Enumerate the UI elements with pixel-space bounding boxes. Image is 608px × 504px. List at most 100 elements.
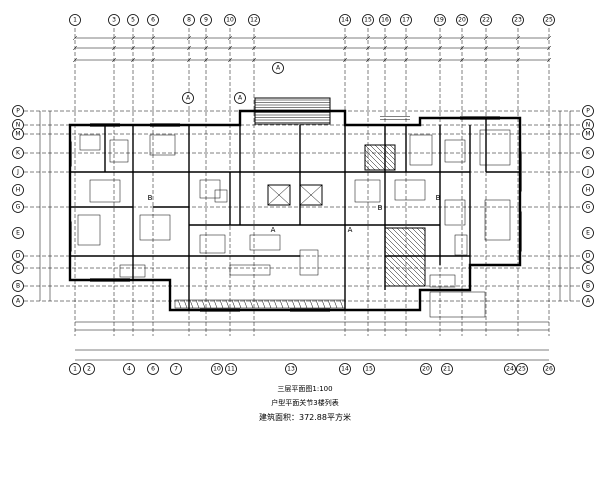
bubble-circle [285,363,297,375]
dimension-tick [342,45,348,51]
fixture [409,134,433,166]
bubble-label: 10 [213,366,221,373]
bubble-circle [582,105,594,117]
dimension-tick [365,45,371,51]
column-bubble: 7 [170,363,182,375]
row-bubble: M [12,128,24,140]
bubble-label: H [16,187,21,194]
interior-details [69,97,522,318]
bubble-label: M [585,131,590,138]
bubble-circle [379,14,391,26]
row-bubble: C [12,262,24,274]
axis-grid-lines [24,28,580,336]
bubble-circle [183,14,195,26]
balcony-hatch [219,299,224,309]
column-bubble: 25 [543,14,555,26]
bubble-circle [543,363,555,375]
row-bubble: A [582,295,594,307]
dimension-tick [403,35,409,41]
dimension-tick [251,35,257,41]
bubble-circle [225,363,237,375]
balcony-hatch [285,299,290,309]
fixture [89,179,121,203]
bubble-label: 6 [151,366,155,373]
dimension-tick [130,45,136,51]
column-bubble: 13 [285,363,297,375]
bubble-label: 6 [151,17,155,24]
bubble-label: 16 [381,17,389,24]
bubble-label: 1 [73,17,77,24]
dimension-tick [150,35,156,41]
hatch-line [389,144,396,151]
bubble-circle [582,184,594,196]
bubble-label: 15 [364,17,372,24]
bubble-circle [69,14,81,26]
bubble-circle [170,363,182,375]
dimension-tick [365,35,371,41]
bubble-label: A [586,298,591,305]
column-bubble: 21 [441,363,453,375]
row-bubble: E [12,227,24,239]
row-bubble: P [582,105,594,117]
balcony-hatch [309,299,314,309]
balcony-hatch [279,299,284,309]
bubble-label: H [586,187,591,194]
column-bubble: 2 [83,363,95,375]
dimension-tick [403,57,409,63]
column-bubble: 19 [434,14,446,26]
bubble-label: 12 [250,17,258,24]
dimension-tick [382,35,388,41]
unit-subtitle: 户型平面关节3楼列表 [271,399,339,407]
room-label: B [148,194,153,202]
room-label: A [271,226,276,234]
bubble-circle [12,201,24,213]
bubble-circle [339,14,351,26]
bubble-label: 9 [204,17,208,24]
balcony-hatch [213,299,218,309]
bubble-label: B [16,283,20,290]
row-bubble: P [12,105,24,117]
column-bubble: 17 [400,14,412,26]
bubble-circle [516,363,528,375]
fixture [249,234,281,251]
bubble-label: P [16,108,20,115]
balcony-hatch [339,299,344,309]
bubble-circle [69,363,81,375]
bubble-circle [12,250,24,262]
hatch-line [369,144,396,171]
column-bubble: 1 [69,363,81,375]
room-label: A [348,226,353,234]
section-callout: A [234,92,246,104]
bubble-circle [12,227,24,239]
bubble-circle [582,128,594,140]
row-bubble: C [582,262,594,274]
bubble-label: A [238,95,243,102]
row-bubble: B [12,280,24,292]
dimension-tick [342,57,348,63]
dimension-tick [342,35,348,41]
fixture [77,214,101,246]
hatch-line [386,227,426,267]
bubble-circle [512,14,524,26]
bubble-circle [339,363,351,375]
bubble-circle [248,14,260,26]
dimension-tick [111,45,117,51]
bubble-label: B [586,283,590,290]
hatch-line [364,149,386,171]
column-bubble: 20 [456,14,468,26]
bubble-label: P [586,108,590,115]
row-bubble: J [12,166,24,178]
row-bubble: K [12,147,24,159]
bubble-circle [147,14,159,26]
balcony-hatch [303,299,308,309]
bubble-label: 26 [545,366,553,373]
dimension-tick [546,45,552,51]
dimension-tick [483,57,489,63]
fixture [484,199,511,241]
bubble-circle [12,262,24,274]
bubble-label: K [586,150,591,157]
bubble-circle [582,227,594,239]
balcony-hatch [249,299,254,309]
